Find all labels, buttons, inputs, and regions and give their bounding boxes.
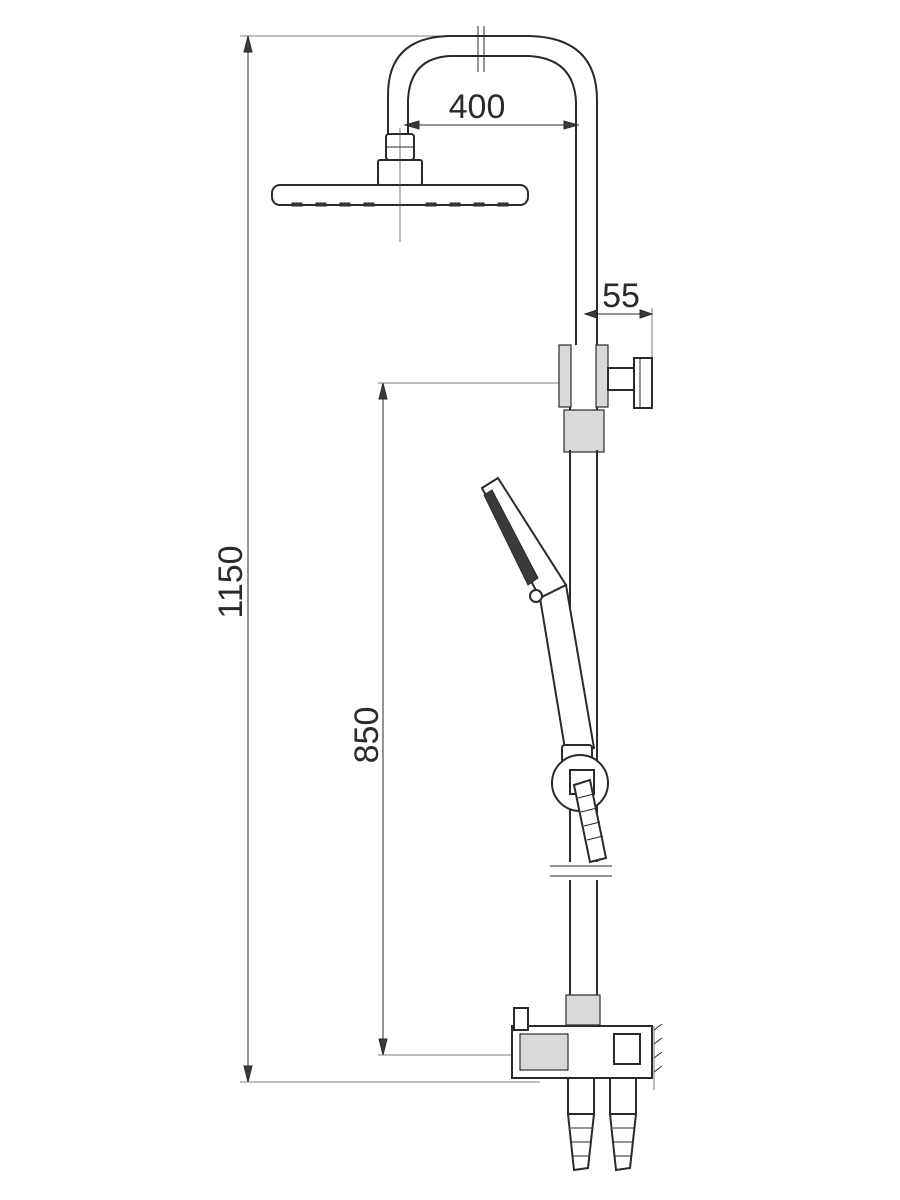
hose-ring [583,821,601,827]
nozzle [291,202,303,207]
nozzle [425,202,437,207]
diverter-knob [513,1007,529,1031]
hose-ring [586,835,604,841]
arrow-right-arm-reach [563,120,580,130]
hose-section [572,778,608,864]
dimension-bracket-offset: 55 [583,277,654,390]
arrow-top-slide-height [378,382,388,400]
hose-ring [577,793,595,799]
arrow-left-bracket-offset [583,309,598,319]
inlet-nut-right [609,1077,637,1115]
diverter-coupling [565,994,601,1026]
wall-hatch [653,1051,663,1059]
hand-shower-button [529,589,543,603]
arrow-right-bracket-offset [639,309,654,319]
overhead-arm [387,26,598,345]
inlet-connectors [566,1077,638,1172]
wall-hatch [653,1065,663,1073]
rain-shower-head [271,128,529,242]
dimension-arm-reach: 400 [403,88,580,130]
nozzle [315,202,327,207]
nozzle [363,202,375,207]
dimension-label-slide-height: 850 [348,707,386,764]
nozzle [473,202,485,207]
arm-inner-contour [407,55,577,345]
hand-shower-handle [538,583,596,757]
arrow-left-arm-reach [403,120,420,130]
dimension-slide-height: 850 [348,382,560,1056]
wall-hatch [653,1037,663,1045]
bracket-arm [607,367,635,391]
wall-hatch [653,1023,663,1031]
hand-shower-spray-face [483,489,539,586]
hand-shower [480,476,596,764]
nozzle [449,202,461,207]
hose-ring [580,807,598,813]
nozzle [497,202,509,207]
nozzle [339,202,351,207]
bracket-clamp-right [595,344,609,408]
dimension-label-bracket-offset: 55 [602,277,640,315]
wall-bracket [558,344,653,453]
arrow-top-total-height [243,35,253,53]
dimension-total-height: 1150 [212,35,540,1083]
bracket-clamp-left [558,344,572,408]
mixer-cartridge [519,1033,569,1071]
shower-head-nozzles [291,202,509,207]
inlet-nut-left [567,1077,595,1115]
dimension-label-total-height: 1150 [212,545,250,618]
dimension-label-arm-reach: 400 [449,88,506,126]
mixer-outlet [613,1033,641,1065]
hand-shower-hose [572,778,608,864]
arm-outer-contour [387,35,598,345]
arrow-bottom-total-height [243,1065,253,1083]
arrow-bottom-slide-height [378,1038,388,1056]
bracket-wall-plate [633,357,653,409]
riser-coupling [563,409,605,453]
diverter-mixer [511,994,663,1090]
